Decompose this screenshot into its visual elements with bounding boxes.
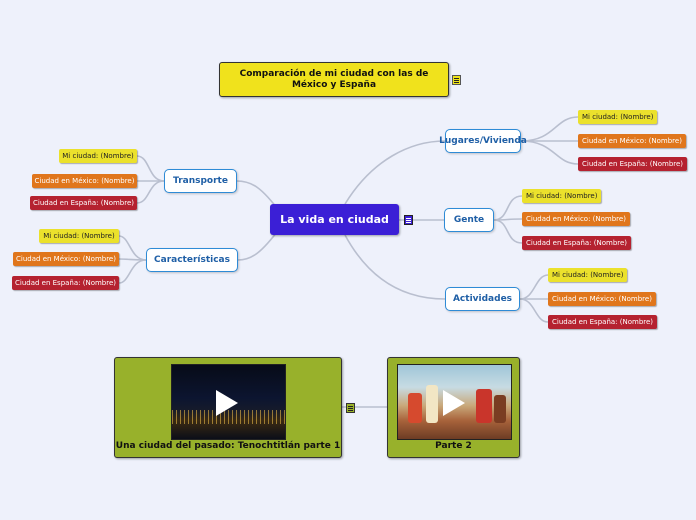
play-icon[interactable] bbox=[443, 390, 465, 416]
video-thumbnail[interactable] bbox=[171, 364, 286, 440]
video-title: Parte 2 bbox=[435, 441, 472, 451]
topic-actividades[interactable]: Actividades bbox=[445, 287, 520, 311]
topic-gente[interactable]: Gente bbox=[444, 208, 494, 232]
link-central-actividades bbox=[344, 234, 446, 300]
topic-caracteristicas[interactable]: Características bbox=[146, 248, 238, 272]
topic-lugares-vivienda[interactable]: Lugares/Vivienda bbox=[439, 129, 527, 153]
video-card-parte-2[interactable]: Parte 2 bbox=[387, 357, 520, 458]
note-icon[interactable] bbox=[404, 215, 413, 225]
central-topic[interactable]: La vida en ciudad bbox=[270, 204, 399, 235]
leaf-mi-ciudad[interactable]: Mi ciudad: (Nombre) bbox=[522, 189, 602, 203]
map-title-text: Comparación de mi ciudad con las de Méxi… bbox=[239, 68, 429, 90]
video-title: Una ciudad del pasado: Tenochtitlán part… bbox=[115, 441, 341, 451]
leaf-ciudad-mexico[interactable]: Ciudad en México: (Nombre) bbox=[32, 174, 137, 188]
note-icon[interactable] bbox=[452, 75, 461, 85]
leaf-mi-ciudad[interactable]: Mi ciudad: (Nombre) bbox=[578, 110, 658, 124]
leaf-mi-ciudad[interactable]: Mi ciudad: (Nombre) bbox=[548, 268, 628, 282]
note-icon[interactable] bbox=[346, 403, 355, 413]
leaf-ciudad-espana[interactable]: Ciudad en España: (Nombre) bbox=[578, 157, 688, 171]
video-thumbnail[interactable] bbox=[397, 364, 512, 440]
play-icon[interactable] bbox=[216, 390, 238, 416]
leaf-ciudad-mexico[interactable]: Ciudad en México: (Nombre) bbox=[548, 292, 656, 306]
leaf-ciudad-mexico[interactable]: Ciudad en México: (Nombre) bbox=[578, 134, 686, 148]
leaf-mi-ciudad[interactable]: Mi ciudad: (Nombre) bbox=[39, 229, 119, 243]
video-card-parte-1[interactable]: Una ciudad del pasado: Tenochtitlán part… bbox=[114, 357, 342, 458]
leaf-ciudad-espana[interactable]: Ciudad en España: (Nombre) bbox=[12, 276, 119, 290]
leaf-mi-ciudad[interactable]: Mi ciudad: (Nombre) bbox=[59, 149, 137, 163]
leaf-ciudad-mexico[interactable]: Ciudad en México: (Nombre) bbox=[13, 252, 119, 266]
leaf-ciudad-mexico[interactable]: Ciudad en México: (Nombre) bbox=[522, 212, 630, 226]
leaf-ciudad-espana[interactable]: Ciudad en España: (Nombre) bbox=[548, 315, 658, 329]
link-central-lugares bbox=[344, 140, 446, 205]
topic-transporte[interactable]: Transporte bbox=[164, 169, 237, 193]
map-title-box[interactable]: Comparación de mi ciudad con las de Méxi… bbox=[219, 62, 449, 97]
leaf-ciudad-espana[interactable]: Ciudad en España: (Nombre) bbox=[522, 236, 632, 250]
leaf-ciudad-espana[interactable]: Ciudad en España: (Nombre) bbox=[30, 196, 137, 210]
